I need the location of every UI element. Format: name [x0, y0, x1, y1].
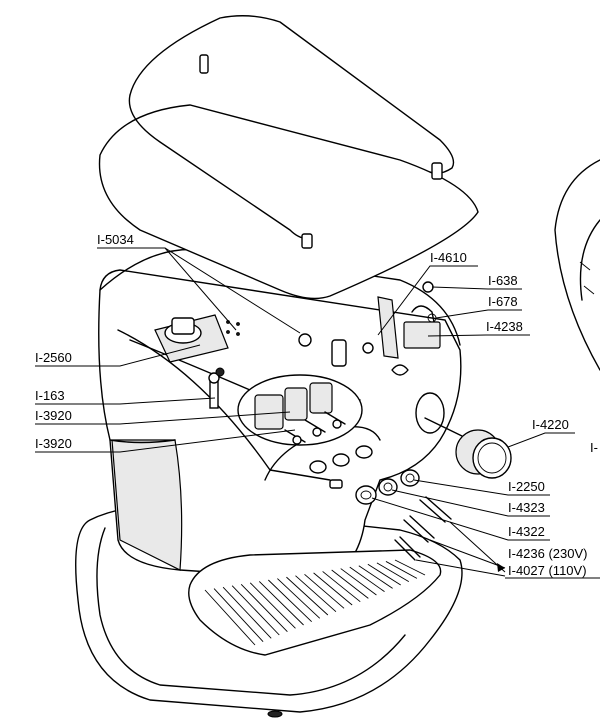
label-i-678: I-678 — [488, 294, 518, 309]
label-i-2250: I-2250 — [508, 479, 545, 494]
label-i-4323: I-4323 — [508, 500, 545, 515]
part-labels: I-5034 I-4610 I-638 I-678 I-4238 I-2560 … — [35, 232, 598, 578]
label-i-4027: I-4027 (110V) — [508, 563, 587, 578]
grille-slat — [204, 589, 256, 646]
grille-slats — [204, 559, 426, 646]
grille-slat — [277, 578, 321, 619]
grille-slat — [249, 582, 296, 629]
internal-components — [154, 281, 441, 446]
label-i-4322: I-4322 — [508, 524, 545, 539]
grille-slat — [313, 572, 353, 606]
label-i-4238: I-4238 — [486, 319, 523, 334]
drip-tray-grille — [188, 549, 442, 656]
grille-slat — [222, 586, 272, 639]
grille-slat — [286, 576, 329, 616]
label-i-5034: I-5034 — [97, 232, 134, 247]
label-cut-off: I- — [590, 440, 598, 455]
label-i-4220: I-4220 — [532, 417, 569, 432]
grille-slat — [304, 573, 345, 609]
grille-slat — [394, 559, 426, 576]
grille-slat — [240, 583, 288, 632]
grille-slat — [322, 571, 361, 603]
pressure-gauge — [424, 417, 512, 479]
grille-slat — [213, 588, 264, 642]
grille-slat — [358, 565, 393, 589]
label-i-2560: I-2560 — [35, 350, 72, 365]
leader-lines — [35, 247, 600, 579]
label-i-3920-upper: I-3920 — [35, 408, 72, 423]
label-i-4236: I-4236 (230V) — [508, 546, 588, 561]
grille-slat — [331, 569, 369, 599]
grille-slat — [295, 575, 337, 613]
grille-slat — [349, 566, 385, 593]
grille-slat — [340, 568, 377, 596]
grille-slat — [367, 563, 401, 586]
label-i-163: I-163 — [35, 388, 65, 403]
grille-slat — [376, 562, 410, 583]
grille-slat — [231, 585, 280, 636]
grille-slat — [258, 581, 304, 626]
lid — [98, 15, 479, 300]
label-i-638: I-638 — [488, 273, 518, 288]
adjacent-machine-fragment — [554, 159, 600, 371]
label-i-4610: I-4610 — [430, 250, 467, 265]
grille-slat — [268, 579, 312, 622]
steam-pipe-parts — [355, 469, 452, 561]
grille-slat — [385, 561, 418, 579]
label-i-3920-lower: I-3920 — [35, 436, 72, 451]
